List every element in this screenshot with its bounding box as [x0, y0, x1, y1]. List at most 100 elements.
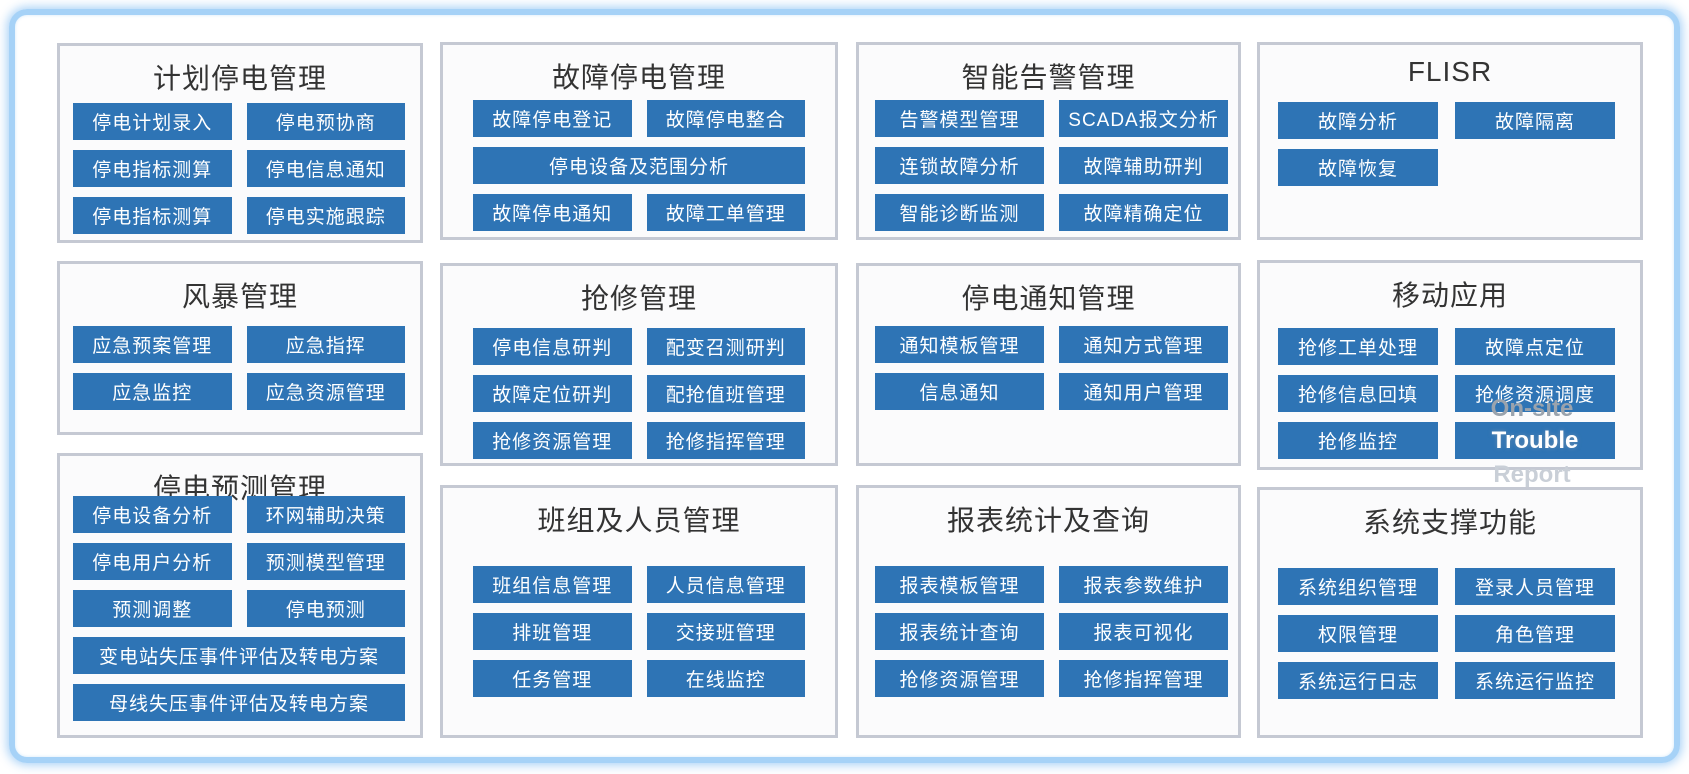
module-button[interactable]: 故障工单管理: [646, 194, 805, 231]
button-row: 系统组织管理登录人员管理: [1278, 568, 1622, 605]
panel-team-personnel: 班组及人员管理班组信息管理人员信息管理排班管理交接班管理任务管理在线监控: [440, 485, 838, 738]
module-button[interactable]: 故障停电整合: [646, 100, 805, 137]
module-button[interactable]: 故障恢复: [1278, 149, 1438, 186]
module-button[interactable]: 报表统计查询: [875, 613, 1044, 650]
module-button[interactable]: 母线失压事件评估及转电方案: [73, 684, 405, 721]
panel-repair: 抢修管理停电信息研判配变召测研判故障定位研判配抢值班管理抢修资源管理抢修指挥管理: [440, 263, 838, 466]
button-grid: 班组信息管理人员信息管理排班管理交接班管理任务管理在线监控: [473, 566, 805, 697]
module-button[interactable]: 停电预测: [246, 590, 405, 627]
module-button[interactable]: 班组信息管理: [473, 566, 632, 603]
button-row: 智能诊断监测故障精确定位: [875, 194, 1228, 231]
module-button[interactable]: 系统运行日志: [1278, 662, 1438, 699]
button-row: 班组信息管理人员信息管理: [473, 566, 805, 603]
panel-title: 抢修管理: [580, 283, 697, 314]
button-row: 变电站失压事件评估及转电方案: [73, 637, 405, 674]
module-button[interactable]: 停电信息研判: [473, 328, 632, 365]
panel-outage-forecast: 停电预测管理停电设备分析环网辅助决策停电用户分析预测模型管理预测调整停电预测变电…: [57, 453, 423, 738]
button-row: 抢修监控 Trouble: [1278, 422, 1622, 459]
module-button[interactable]: 配变召测研判: [646, 328, 805, 365]
module-button[interactable]: 抢修资源管理: [875, 660, 1044, 697]
module-button[interactable]: 停电实施跟踪: [246, 197, 405, 234]
module-button[interactable]: Trouble: [1455, 422, 1615, 459]
module-button[interactable]: 智能诊断监测: [875, 194, 1044, 231]
module-button[interactable]: 在线监控: [646, 660, 805, 697]
module-button[interactable]: 抢修工单处理: [1278, 328, 1438, 365]
module-button[interactable]: 排班管理: [473, 613, 632, 650]
module-button[interactable]: 权限管理: [1278, 615, 1438, 652]
button-grid: 故障分析故障隔离故障恢复: [1278, 102, 1622, 186]
panel-report-stats: 报表统计及查询报表模板管理报表参数维护报表统计查询报表可视化抢修资源管理抢修指挥…: [856, 485, 1241, 738]
module-button[interactable]: 抢修指挥管理: [646, 422, 805, 459]
button-row: 系统运行日志系统运行监控: [1278, 662, 1622, 699]
module-button[interactable]: 应急指挥: [246, 326, 405, 363]
module-button[interactable]: 预测调整: [73, 590, 232, 627]
module-button[interactable]: 故障精确定位: [1059, 194, 1228, 231]
module-button[interactable]: 抢修指挥管理: [1059, 660, 1228, 697]
module-button[interactable]: 停电设备分析: [73, 496, 232, 533]
button-row: 应急监控应急资源管理: [73, 373, 405, 410]
module-button[interactable]: 人员信息管理: [646, 566, 805, 603]
module-button[interactable]: 通知方式管理: [1059, 326, 1228, 363]
module-button[interactable]: 交接班管理: [646, 613, 805, 650]
button-grid: 故障停电登记故障停电整合停电设备及范围分析故障停电通知故障工单管理: [473, 100, 805, 231]
module-button[interactable]: 故障停电登记: [473, 100, 632, 137]
module-button[interactable]: 故障点定位: [1455, 328, 1615, 365]
module-button[interactable]: 故障停电通知: [473, 194, 632, 231]
button-grid: 停电设备分析环网辅助决策停电用户分析预测模型管理预测调整停电预测变电站失压事件评…: [73, 496, 405, 721]
module-button[interactable]: 环网辅助决策: [246, 496, 405, 533]
module-button[interactable]: 报表模板管理: [875, 566, 1044, 603]
module-button[interactable]: 告警模型管理: [875, 100, 1044, 137]
module-button[interactable]: 故障隔离: [1455, 102, 1615, 139]
button-row: 任务管理在线监控: [473, 660, 805, 697]
module-button[interactable]: 配抢值班管理: [646, 375, 805, 412]
module-button[interactable]: 系统组织管理: [1278, 568, 1438, 605]
panel-title: 班组及人员管理: [537, 505, 741, 536]
module-button[interactable]: 抢修信息回填: [1278, 375, 1438, 412]
module-button[interactable]: 故障辅助研判: [1059, 147, 1228, 184]
button-grid: 抢修工单处理故障点定位抢修信息回填抢修资源调度抢修监控 Trouble: [1278, 328, 1622, 459]
module-button[interactable]: 应急预案管理: [73, 326, 232, 363]
module-button[interactable]: 信息通知: [875, 373, 1044, 410]
module-button[interactable]: 通知模板管理: [875, 326, 1044, 363]
module-button[interactable]: 抢修资源管理: [473, 422, 632, 459]
module-button[interactable]: 停电预协商: [246, 103, 405, 140]
module-button[interactable]: 应急资源管理: [246, 373, 405, 410]
module-button[interactable]: 应急监控: [73, 373, 232, 410]
button-row: 抢修资源管理抢修指挥管理: [473, 422, 805, 459]
button-row: 停电计划录入停电预协商: [73, 103, 405, 140]
module-button[interactable]: 停电设备及范围分析: [473, 147, 805, 184]
button-row: 停电设备及范围分析: [473, 147, 805, 184]
module-button[interactable]: 变电站失压事件评估及转电方案: [73, 637, 405, 674]
module-button[interactable]: 预测模型管理: [246, 543, 405, 580]
module-button[interactable]: 报表参数维护: [1059, 566, 1228, 603]
button-row: 故障恢复: [1278, 149, 1622, 186]
module-button[interactable]: 抢修监控: [1278, 422, 1438, 459]
button-row: 母线失压事件评估及转电方案: [73, 684, 405, 721]
module-button[interactable]: 停电用户分析: [73, 543, 232, 580]
module-button[interactable]: 通知用户管理: [1059, 373, 1228, 410]
button-row: 故障停电通知故障工单管理: [473, 194, 805, 231]
module-button[interactable]: 停电信息通知: [246, 150, 405, 187]
panel-title: 停电通知管理: [961, 283, 1136, 314]
module-button[interactable]: 报表可视化: [1059, 613, 1228, 650]
module-button[interactable]: 故障分析: [1278, 102, 1438, 139]
module-button[interactable]: SCADA报文分析: [1059, 100, 1228, 137]
module-button[interactable]: 角色管理: [1455, 615, 1615, 652]
module-button[interactable]: 停电指标测算: [73, 150, 232, 187]
button-grid: 停电计划录入停电预协商停电指标测算停电信息通知停电指标测算停电实施跟踪: [73, 103, 405, 234]
module-button[interactable]: 故障定位研判: [473, 375, 632, 412]
panel-fault-outage: 故障停电管理故障停电登记故障停电整合停电设备及范围分析故障停电通知故障工单管理: [440, 42, 838, 240]
module-button[interactable]: 停电指标测算: [73, 197, 232, 234]
module-button[interactable]: 抢修资源调度: [1455, 375, 1615, 412]
module-button[interactable]: 连锁故障分析: [875, 147, 1044, 184]
button-row: 故障分析故障隔离: [1278, 102, 1622, 139]
button-grid: 报表模板管理报表参数维护报表统计查询报表可视化抢修资源管理抢修指挥管理: [875, 566, 1228, 697]
module-button[interactable]: 任务管理: [473, 660, 632, 697]
button-row: 信息通知通知用户管理: [875, 373, 1228, 410]
module-button[interactable]: 登录人员管理: [1455, 568, 1615, 605]
button-row: 权限管理角色管理: [1278, 615, 1622, 652]
button-row: 应急预案管理应急指挥: [73, 326, 405, 363]
module-button[interactable]: 系统运行监控: [1455, 662, 1615, 699]
module-button[interactable]: 停电计划录入: [73, 103, 232, 140]
